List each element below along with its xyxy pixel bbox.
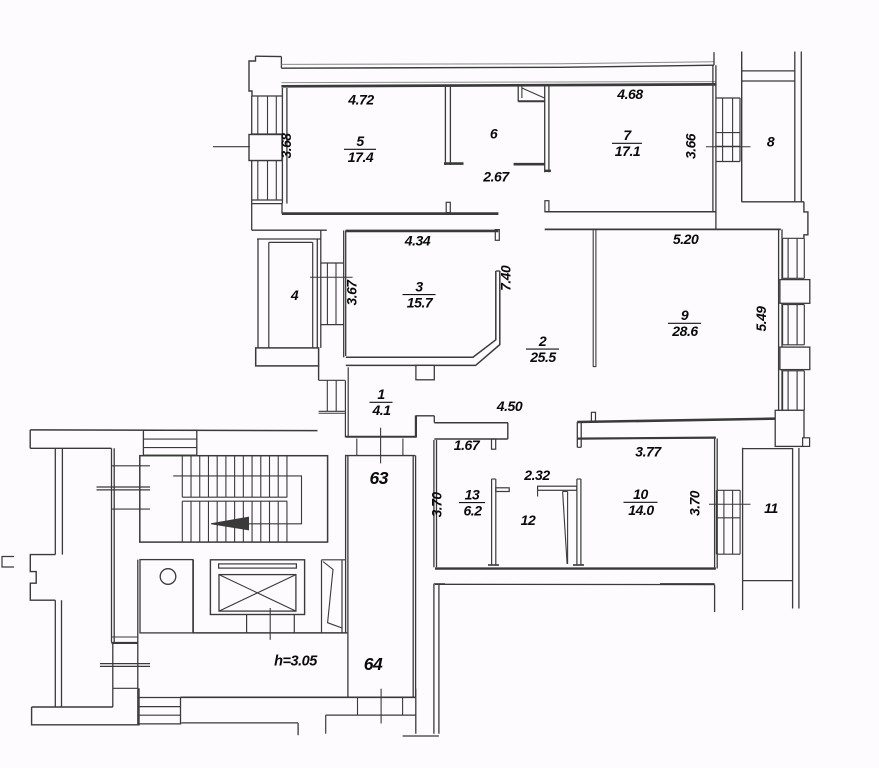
svg-text:6: 6 [490,126,498,142]
svg-text:3: 3 [415,278,423,294]
svg-text:5.49: 5.49 [754,306,769,332]
svg-text:7: 7 [623,127,632,143]
svg-text:8: 8 [767,134,775,150]
svg-text:1: 1 [377,386,385,402]
svg-text:3.77: 3.77 [635,444,662,460]
svg-text:17.4: 17.4 [348,149,374,165]
svg-text:15.7: 15.7 [407,295,434,311]
svg-text:14.0: 14.0 [628,502,654,518]
svg-text:4: 4 [290,287,299,303]
svg-text:3.66: 3.66 [684,133,699,159]
svg-text:63: 63 [370,468,389,488]
svg-text:2.32: 2.32 [523,467,550,483]
svg-text:5.20: 5.20 [673,231,699,247]
svg-text:64: 64 [364,654,383,674]
svg-text:3.70: 3.70 [688,490,703,516]
svg-text:13: 13 [465,486,480,502]
svg-text:17.1: 17.1 [615,143,641,159]
svg-text:7.40: 7.40 [498,265,513,291]
svg-text:3.68: 3.68 [279,133,294,159]
svg-text:5: 5 [356,133,364,149]
svg-text:2: 2 [538,333,547,349]
svg-text:4.50: 4.50 [496,398,523,414]
svg-text:12: 12 [521,512,536,528]
svg-text:10: 10 [633,486,648,502]
svg-text:h=3.05: h=3.05 [274,654,318,670]
svg-text:9: 9 [681,307,689,323]
svg-text:4.68: 4.68 [616,86,643,102]
svg-text:3.70: 3.70 [430,492,445,518]
svg-text:4.1: 4.1 [371,402,391,418]
svg-text:28.6: 28.6 [671,323,698,339]
svg-text:4.72: 4.72 [347,91,374,107]
svg-text:3.67: 3.67 [345,279,360,306]
svg-text:11: 11 [764,500,778,516]
svg-text:6.2: 6.2 [463,503,482,519]
svg-text:2.67: 2.67 [482,169,510,185]
svg-text:1.67: 1.67 [454,437,481,453]
svg-text:25.5: 25.5 [529,349,556,365]
svg-text:4.34: 4.34 [404,233,431,249]
